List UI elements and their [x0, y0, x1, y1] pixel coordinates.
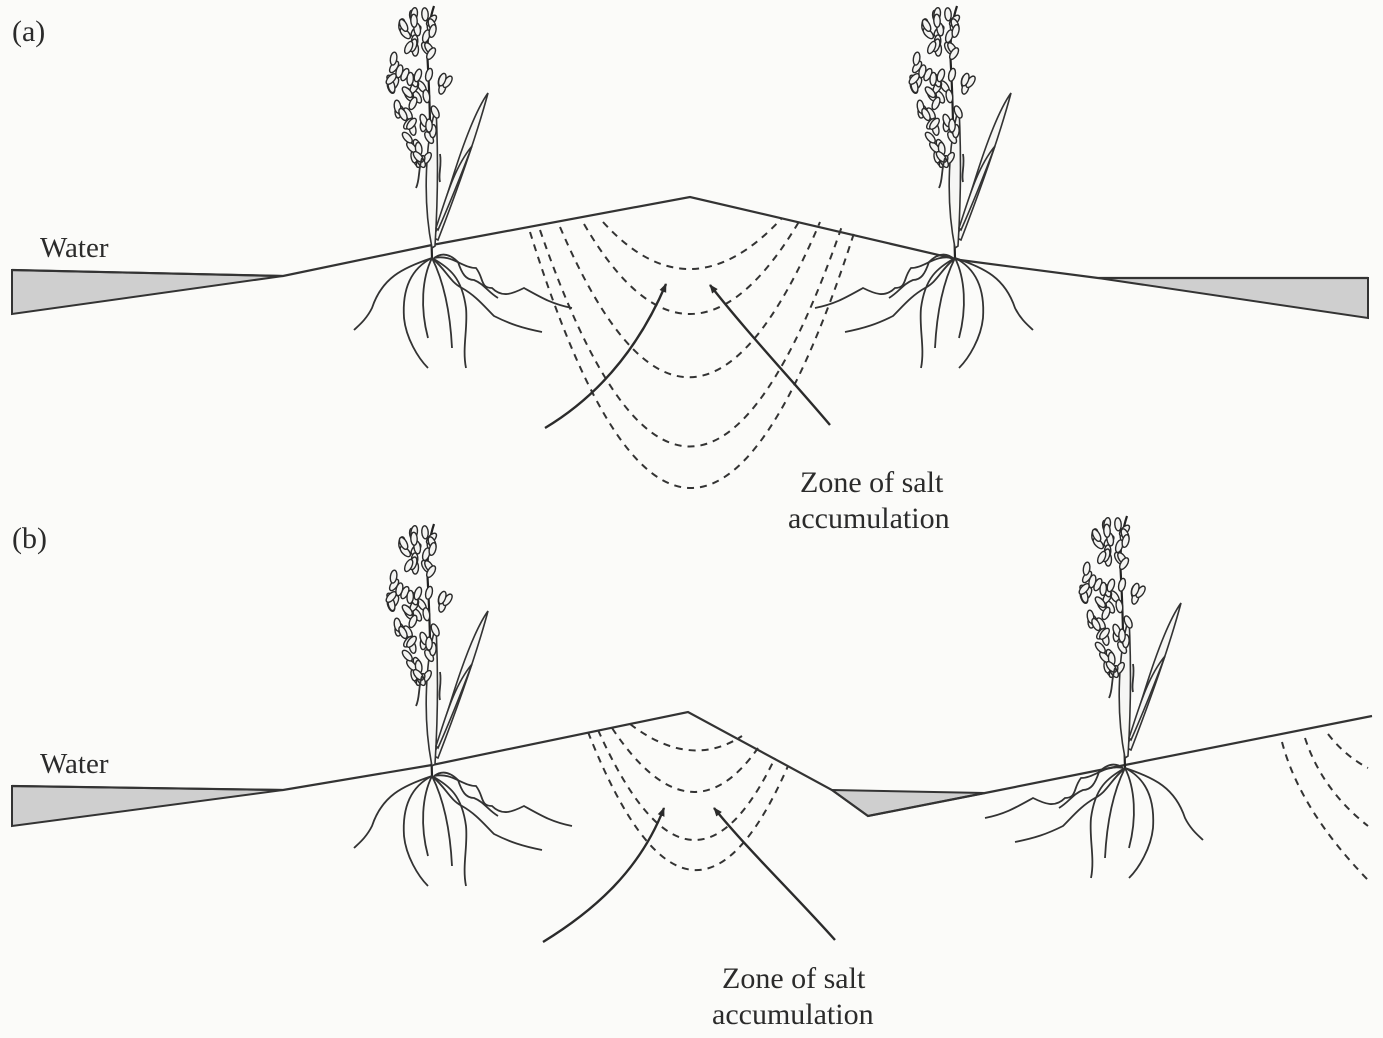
root-system-icon [354, 255, 572, 368]
panel-a-zone-label-line1: Zone of salt [800, 466, 944, 499]
panel-a-salt-contours [530, 218, 855, 488]
panel-b: (b) Water Zone of salt accumulation [12, 516, 1372, 1031]
panel-b-zone-label-line2: accumulation [712, 998, 874, 1031]
panel-b-salt-contours [588, 724, 1368, 880]
panel-b-left-arrow [543, 808, 664, 942]
rice-plant-icon [354, 6, 572, 368]
root-system-icon [815, 255, 1033, 368]
panel-b-zone-label-line1: Zone of salt [722, 962, 866, 995]
panel-a: (a) Water Zone of salt accumulation [12, 6, 1368, 535]
root-system-icon [985, 765, 1203, 878]
panel-a-left-water [12, 270, 283, 314]
panel-a-letter: (a) [12, 15, 45, 48]
rice-plant-icon [815, 6, 1033, 368]
rice-plant-icon [985, 516, 1203, 878]
panel-b-left-water [12, 786, 283, 826]
panel-a-ground-surface [12, 197, 1368, 278]
panel-b-right-arrow [714, 808, 835, 940]
panel-b-letter: (b) [12, 522, 47, 555]
panel-a-right-water [1098, 278, 1368, 318]
root-system-icon [354, 773, 572, 886]
panel-b-ground-surface [12, 712, 1372, 816]
panel-b-water-label: Water [40, 748, 109, 780]
rice-plant-icon [354, 524, 572, 886]
panel-b-middle-water [832, 790, 985, 816]
panel-a-water-label: Water [40, 232, 109, 264]
panel-a-zone-label-line2: accumulation [788, 502, 950, 535]
